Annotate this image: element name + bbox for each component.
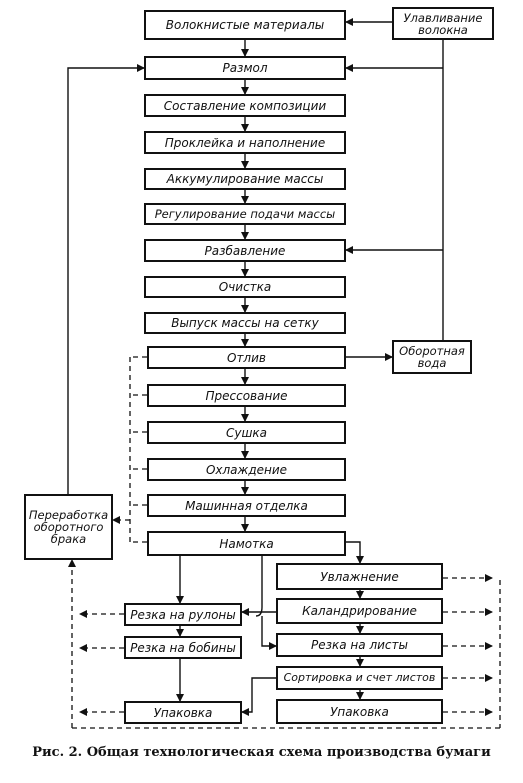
box-drying: Сушка	[147, 421, 346, 444]
box-forming: Отлив	[147, 346, 346, 369]
box-white-water: Оборотная вода	[392, 340, 472, 374]
arrow-reeling-to-sheet-cutting	[255, 556, 276, 646]
box-fiber-materials: Волокнистые материалы	[144, 10, 346, 40]
arrow-broke-to-refining	[67, 64, 145, 494]
box-sheet-cutting: Резка на листы	[276, 633, 443, 657]
box-packing-right: Упаковка	[276, 699, 443, 724]
box-roll-cutting: Резка на рулоны	[124, 603, 242, 626]
box-cooling: Охлаждение	[147, 458, 346, 481]
box-stock-to-wire: Выпуск массы на сетку	[144, 312, 346, 334]
box-sorting-counting: Сортировка и счет листов	[276, 666, 443, 690]
line-sorting-to-left-packing	[241, 677, 276, 716]
figure-caption: Рис. 2. Общая технологическая схема прои…	[32, 745, 491, 760]
box-stock-storage: Аккумулирование массы	[144, 168, 346, 190]
box-reeling: Намотка	[147, 531, 346, 556]
box-stock-flow-control: Регулирование подачи массы	[144, 203, 346, 225]
box-refining: Размол	[144, 56, 346, 80]
box-composition: Составление композиции	[144, 94, 346, 117]
box-bobbin-cutting: Резка на бобины	[124, 636, 242, 659]
box-packing-left: Упаковка	[124, 701, 242, 724]
box-moistening: Увлажнение	[276, 563, 443, 590]
box-machine-finishing: Машинная отделка	[147, 494, 346, 517]
box-sizing-filling: Проклейка и наполнение	[144, 131, 346, 154]
box-dilution: Разбавление	[144, 239, 346, 262]
box-broke-processing: Переработка оборотного брака	[24, 494, 113, 560]
arrow-reeling-to-moistening	[346, 541, 364, 564]
box-cleaning: Очистка	[144, 276, 346, 298]
box-pressing: Прессование	[147, 384, 346, 407]
box-fiber-recovery: Улавливание волокна	[392, 7, 494, 40]
box-calendering: Каландрирование	[276, 598, 443, 624]
